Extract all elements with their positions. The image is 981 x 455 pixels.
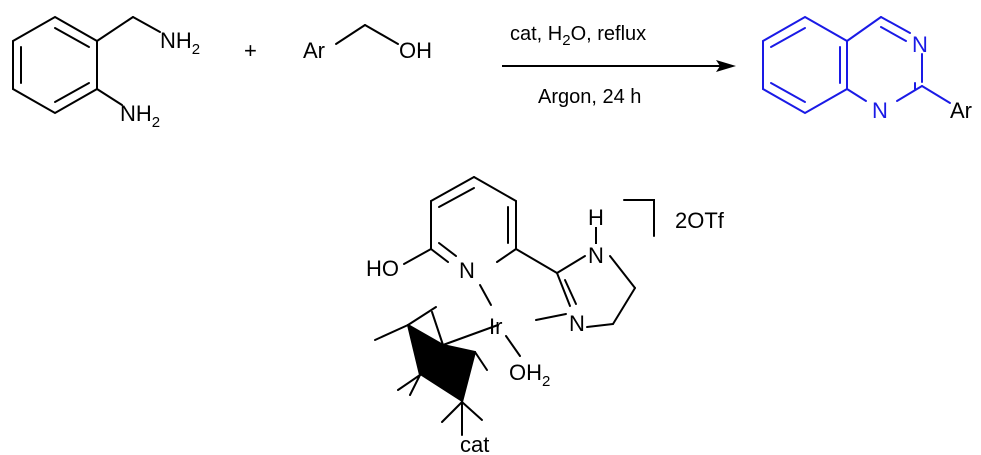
ir-o-bond [505,335,521,357]
methyl-bond [409,374,421,396]
c-c-bond [335,24,366,45]
ring-bond [407,324,444,346]
condition-above: cat, H2O, reflux [510,23,646,49]
hydroxyl-label: OH [399,38,432,63]
ring-bond [880,16,911,34]
aromatic-double-bond [770,27,806,48]
wedge-bond [408,325,475,402]
catalyst-structure [403,176,655,357]
methyl-bond [441,401,463,423]
condition-below: Argon, 24 h [538,86,641,108]
ring-bond [896,85,923,102]
product-n-label: N [872,98,888,123]
c-c-bond [515,248,558,274]
aqua-ligand-label: OH2 [509,360,550,390]
ch2-bond [96,16,134,42]
iridium-label: Ir [489,314,502,339]
c-n-bond [96,88,123,106]
aromatic-double-bond [770,82,806,103]
product-n-label: N [912,32,928,57]
ring-bond [461,351,476,403]
methyl-bond [407,306,437,326]
cp-star-ligand [374,306,499,436]
nh-n-label: N [588,243,604,268]
ring-bond [609,255,636,289]
methyl-bond [442,324,499,346]
n-ir-bond [535,313,567,321]
reactant-aminobenzylamine [12,15,161,115]
c-n-double-bond [880,26,907,42]
ring-bond [612,287,636,325]
n-ir-bond [479,284,492,306]
nh-h-label: H [588,205,604,230]
catalyst-caption: cat [460,432,489,455]
benzene-ring [12,15,98,115]
reactant-alcohol [335,24,399,45]
hydroxy-label: HO [366,256,399,281]
aromatic-double-bond [54,27,90,48]
ring-bond [430,176,475,202]
pyridine-n-label: N [459,258,475,283]
ring-bond [586,323,614,328]
plus-sign: + [244,38,257,63]
methyl-bond [474,351,488,371]
methyl-bond [374,324,409,341]
methyl-bond [431,311,444,346]
c-aryl-bond [921,85,951,104]
counterion-label: 2OTf [675,208,725,233]
c-n-double-bond [564,279,577,305]
product-benzene-ring [762,15,848,115]
ring-bond [473,176,517,202]
aromatic-double-bond [438,242,457,257]
c-n-bond [132,16,161,33]
amine-label: NH2 [160,28,200,58]
c-o-bond [403,248,432,265]
amine-label: NH2 [120,101,160,131]
ring-bond [846,88,867,102]
product-quinazoline [762,15,951,115]
ring-bond [556,255,586,274]
imine-n-label: N [569,311,585,336]
ring-bond [442,344,476,353]
ring-bond [407,324,421,376]
ring-bond [496,248,517,263]
c-o-bond [364,24,399,45]
aromatic-double-bond [54,82,90,103]
product-aryl-label: Ar [950,98,972,123]
aromatic-double-bond [438,187,475,208]
methyl-bond [397,374,421,391]
methyl-bond [461,401,483,421]
ring-bond [846,16,882,42]
ring-bond [556,272,571,307]
ring-bond [430,248,449,263]
charge-bracket [623,199,655,237]
aryl-label: Ar [303,38,325,63]
reaction-arrow-head [716,60,736,72]
